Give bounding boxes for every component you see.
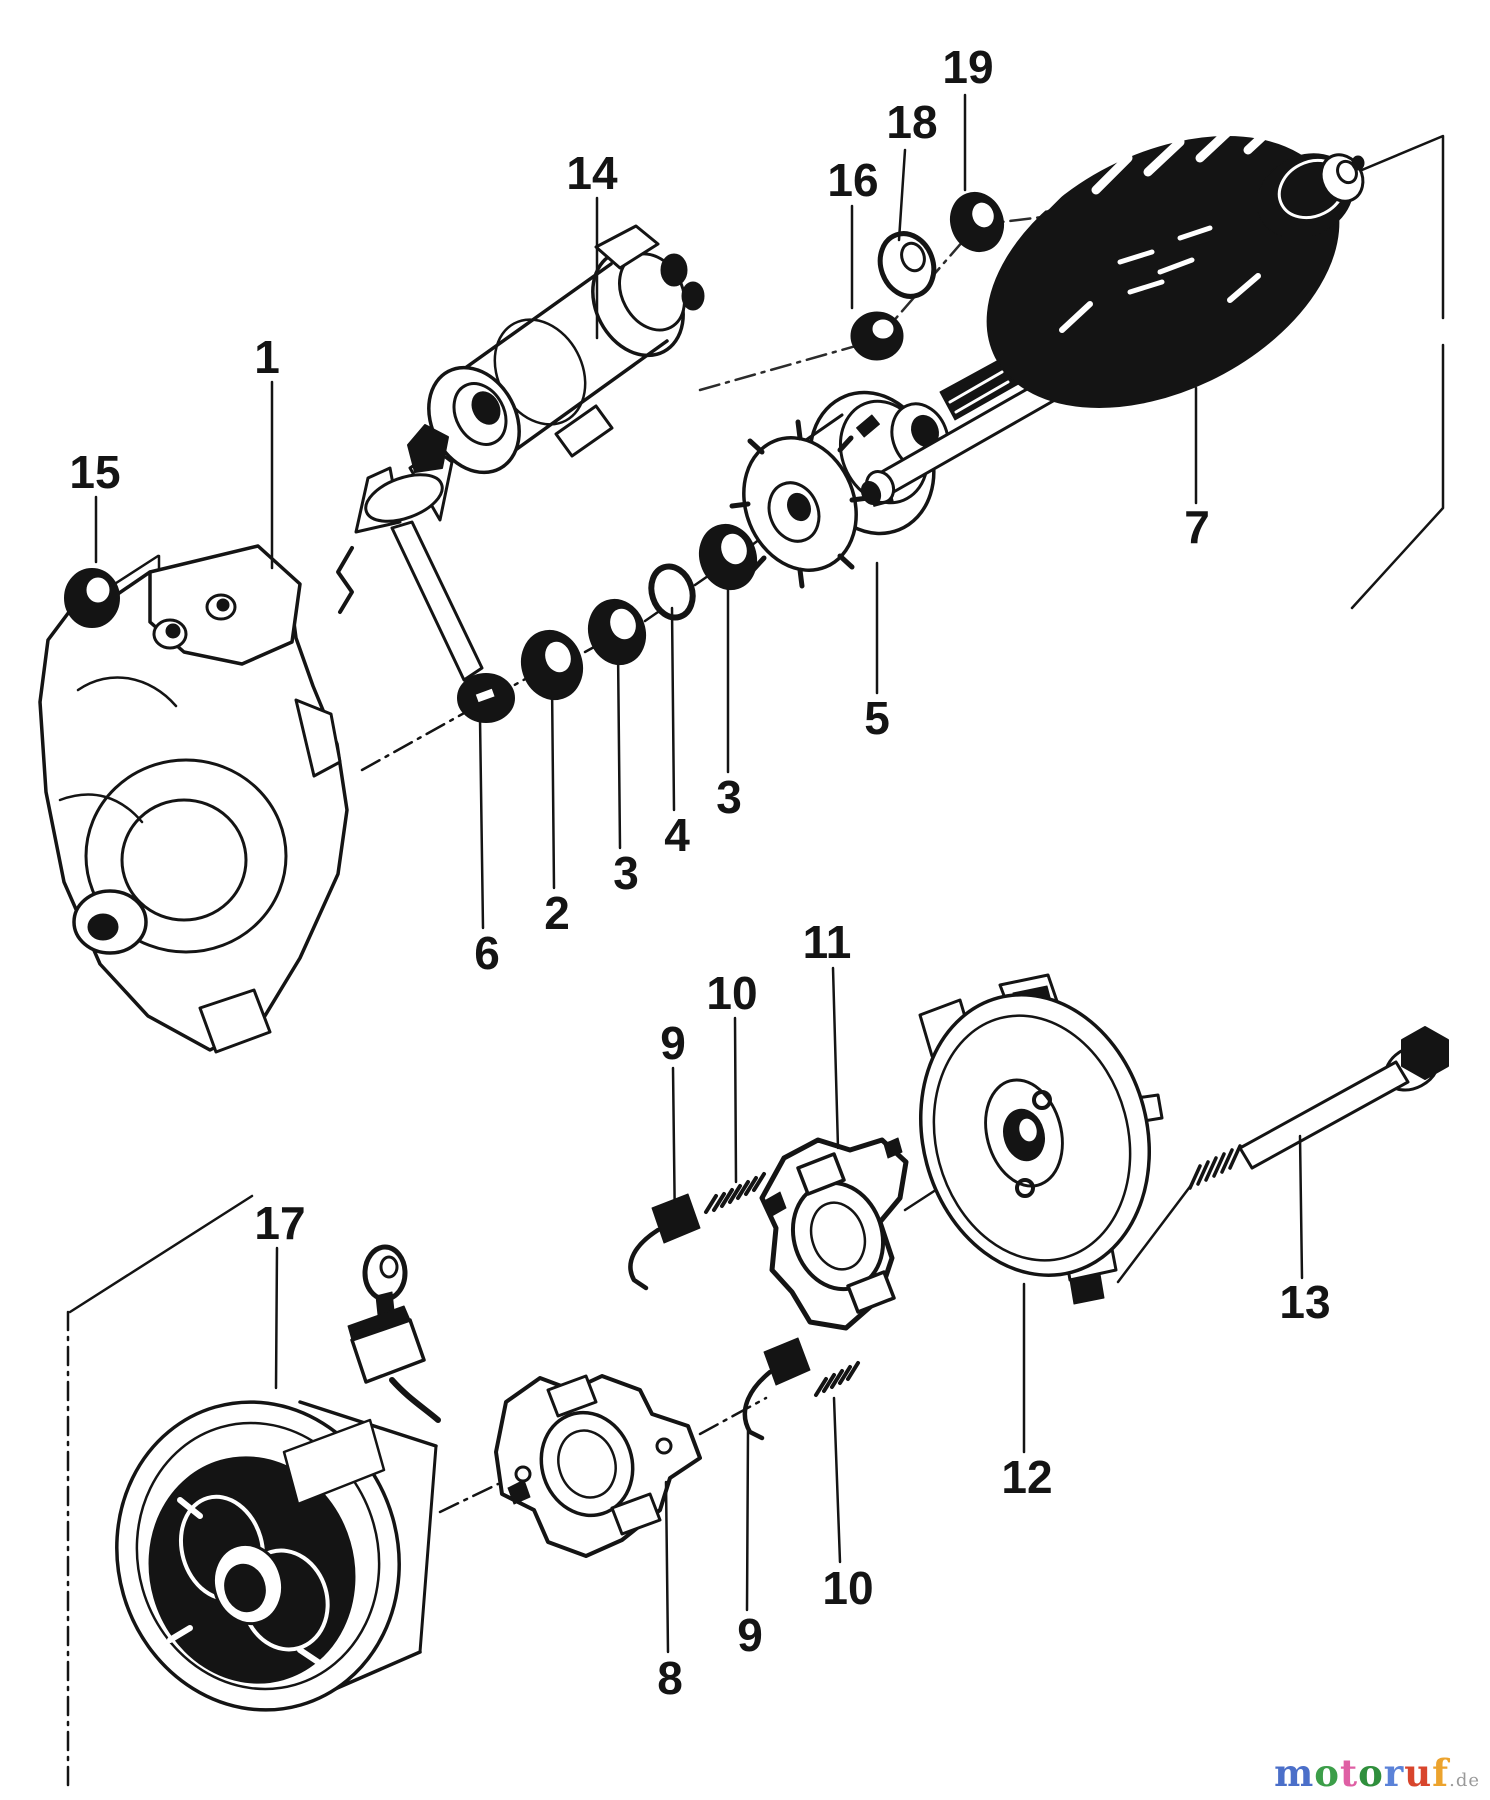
callout-label: 3 (613, 847, 639, 899)
callout-6-8: 6 (474, 716, 500, 979)
callout-1-1: 1 (254, 331, 280, 570)
part-11-brush-holder (759, 1137, 909, 1331)
callout-leader-line (832, 1396, 842, 1564)
watermark-letter: u (1404, 1751, 1433, 1795)
callout-label: 13 (1279, 1276, 1330, 1328)
callout-3-10: 3 (613, 648, 639, 899)
part-7-armature (860, 119, 1365, 506)
callout-label: 9 (737, 1609, 763, 1661)
callout-label: 7 (1184, 501, 1210, 553)
callout-15-0: 15 (69, 446, 121, 564)
callout-label: 11 (803, 916, 852, 968)
callout-5-7: 5 (864, 561, 890, 744)
callout-13-21: 13 (1279, 1134, 1331, 1328)
callout-label: 5 (864, 692, 890, 744)
callout-leader-line (897, 148, 907, 242)
callout-label: 4 (664, 809, 690, 861)
callout-leader-line (1298, 1134, 1304, 1280)
watermark-motoruf: motoruf.de (1274, 1755, 1480, 1792)
callout-label: 19 (942, 41, 993, 93)
callout-leader-line (616, 648, 622, 850)
watermark-letter: r (1383, 1751, 1405, 1795)
callout-label: 8 (657, 1652, 683, 1704)
callout-10-16: 10 (822, 1396, 874, 1614)
part-2-washer (520, 629, 584, 701)
callout-leader-line (671, 1066, 677, 1234)
callout-leader-line (831, 966, 840, 1150)
part-3-washer-a (587, 598, 647, 666)
part-17-yoke-housing (115, 1244, 441, 1712)
watermark-letter: o (1358, 1751, 1384, 1795)
callout-19-5: 19 (942, 41, 994, 192)
callout-label: 3 (716, 771, 742, 823)
callout-9-15: 9 (737, 1428, 763, 1661)
callout-leader-line (745, 1428, 750, 1612)
callout-label: 16 (827, 154, 878, 206)
callout-leader-line (550, 680, 556, 890)
callout-8-14: 8 (657, 1480, 683, 1704)
callout-4-11: 4 (664, 606, 690, 861)
part-13-through-bolt (1116, 1026, 1449, 1284)
callout-label: 12 (1001, 1451, 1052, 1503)
callout-16-3: 16 (827, 154, 879, 310)
watermark-letter: t (1339, 1751, 1359, 1795)
watermark-letter: o (1314, 1751, 1340, 1795)
watermark-word: motoruf (1274, 1751, 1449, 1795)
callout-leader-line (664, 1480, 670, 1654)
part-3-washer-b (698, 523, 758, 591)
callout-leader-line (478, 716, 485, 930)
watermark-letter: f (1432, 1751, 1450, 1795)
callout-11-19: 11 (803, 916, 852, 1150)
part-9-brush-lower (742, 1337, 811, 1441)
part-16-nut (850, 311, 904, 361)
callout-10-18: 10 (706, 967, 758, 1184)
callout-12-20: 12 (1001, 1282, 1053, 1503)
part-17-witness-line (66, 1194, 254, 1790)
part-1-gear-case (38, 544, 349, 1054)
part-12-end-cover (918, 973, 1164, 1305)
callout-label: 10 (706, 967, 757, 1019)
callout-17-13: 17 (254, 1197, 306, 1390)
part-19-lock-washer (950, 191, 1004, 253)
callout-label: 10 (822, 1562, 873, 1614)
callout-14-2: 14 (566, 147, 618, 340)
part-9-brush-upper (628, 1193, 701, 1291)
callout-label: 18 (886, 96, 937, 148)
watermark-letter: m (1274, 1751, 1315, 1795)
callout-9-17: 9 (660, 1017, 686, 1234)
part-18-washer (877, 231, 937, 299)
callout-label: 2 (544, 887, 570, 939)
watermark-suffix: .de (1449, 1770, 1480, 1791)
part-4-washer (648, 563, 696, 621)
callout-3-12: 3 (716, 572, 742, 823)
callout-label: 6 (474, 927, 500, 979)
callout-label: 14 (566, 147, 618, 199)
part-5-drive-pinion (729, 390, 950, 589)
callout-label: 1 (254, 331, 280, 383)
callout-label: 17 (254, 1197, 305, 1249)
callout-leader-line (670, 606, 676, 812)
callout-label: 15 (69, 446, 120, 498)
part-14-solenoid (407, 224, 705, 475)
part-15-nut (64, 568, 120, 628)
callout-2-9: 2 (544, 680, 570, 939)
part-10-spring-upper (704, 1172, 766, 1214)
part-8-brush-plate (494, 1374, 702, 1558)
callout-18-4: 18 (886, 96, 938, 242)
callout-leader-line (274, 1246, 279, 1390)
part-7-area-bracket (1336, 134, 1445, 610)
callout-leader-line (733, 1016, 738, 1184)
part-6-shift-lever (336, 448, 515, 723)
callout-label: 9 (660, 1017, 686, 1069)
callout-7-6: 7 (1184, 386, 1210, 553)
part-10-spring-lower (814, 1361, 860, 1397)
